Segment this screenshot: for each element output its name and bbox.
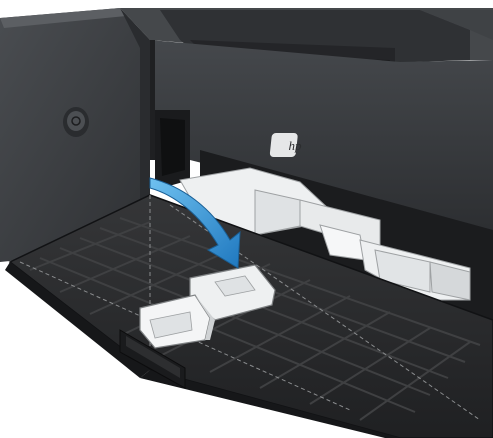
input-tray: [5, 194, 493, 438]
printer-front-face: [150, 40, 493, 235]
tray-paper-guide: [139, 264, 276, 349]
power-button: [63, 107, 89, 137]
direction-arrow: [149, 177, 241, 269]
hp-logo: hp: [269, 133, 302, 157]
tray-handle: [119, 329, 186, 389]
hp-logo-text: hp: [289, 138, 303, 153]
paper-guides: [179, 167, 471, 301]
